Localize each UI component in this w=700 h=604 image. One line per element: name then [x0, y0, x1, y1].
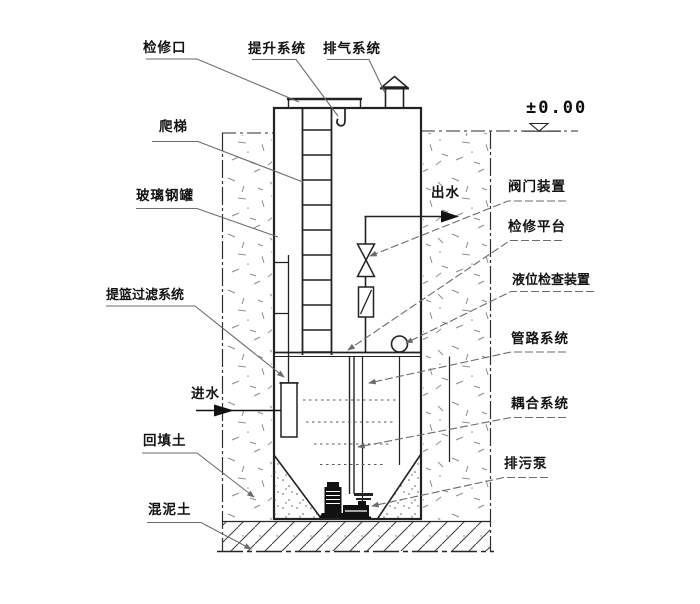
sewage-pump [319, 482, 371, 520]
check-valve-icon [357, 286, 375, 318]
leader-inspection-port [146, 58, 300, 103]
leader-piping-system [368, 351, 566, 385]
leader-frp-tank [136, 207, 279, 238]
leader-backfill [142, 452, 255, 498]
label-service-platform: 检修平台 [508, 219, 566, 235]
label-coupling-system: 耦合系统 [511, 396, 569, 412]
leader-basket-filter [106, 305, 285, 378]
leader-exhaust-system [327, 58, 386, 94]
leader-level-device [405, 290, 594, 344]
label-elevation-marker: ±0.00 [526, 98, 588, 118]
label-water-inlet: 进水 [191, 386, 220, 402]
label-ladder: 爬梯 [159, 119, 188, 135]
hopper-benching [273, 453, 422, 520]
label-level-check-device: 液位检查装置 [512, 273, 591, 288]
leader-ladder [152, 140, 304, 183]
leader-service-platform [347, 239, 562, 351]
label-concrete: 混泥土 [148, 502, 192, 518]
leader-lines-right [347, 200, 594, 508]
backfill-soil-left [224, 135, 272, 520]
inlet-pipe [196, 404, 281, 417]
slab-hatch [222, 522, 490, 551]
concrete-slab [217, 520, 494, 553]
label-piping-system: 管路系统 [511, 331, 569, 347]
label-exhaust-system: 排气系统 [323, 41, 381, 57]
water-levels [303, 399, 396, 465]
label-basket-filter: 提篮过滤系统 [106, 288, 185, 303]
discharge-piping [348, 210, 459, 504]
label-valve-device: 阀门装置 [508, 179, 566, 195]
inlet-arrow-icon [214, 404, 234, 417]
lifting-hook-icon [336, 108, 346, 127]
hatch-cover-ticks [287, 99, 362, 108]
backfill-soil-right [423, 133, 489, 520]
label-water-outlet: 出水 [431, 185, 460, 201]
label-backfill-soil: 回填土 [143, 433, 187, 449]
float-ball-icon [390, 335, 409, 353]
leader-concrete [147, 521, 252, 550]
ground-level [222, 122, 578, 134]
outlet-arrow-icon [441, 210, 459, 223]
excavation-pit [221, 131, 492, 552]
leader-sewage-pump [371, 476, 548, 508]
level-check-device [390, 335, 451, 465]
basket-body [280, 382, 298, 438]
leader-lines-left [106, 58, 386, 550]
service-platform [274, 351, 421, 357]
basket-filter [274, 255, 299, 438]
label-inspection-port: 检修口 [143, 40, 187, 56]
leader-lifting-system [252, 58, 339, 117]
leader-valve-device [369, 200, 566, 257]
label-sewage-pump: 排污泵 [504, 456, 548, 472]
label-frp-tank: 玻璃钢罐 [136, 188, 194, 204]
label-lifting-system: 提升系统 [248, 41, 306, 57]
leader-coupling-system [357, 416, 566, 449]
datum-triangle-icon [528, 122, 550, 132]
vent-cap [379, 75, 410, 108]
